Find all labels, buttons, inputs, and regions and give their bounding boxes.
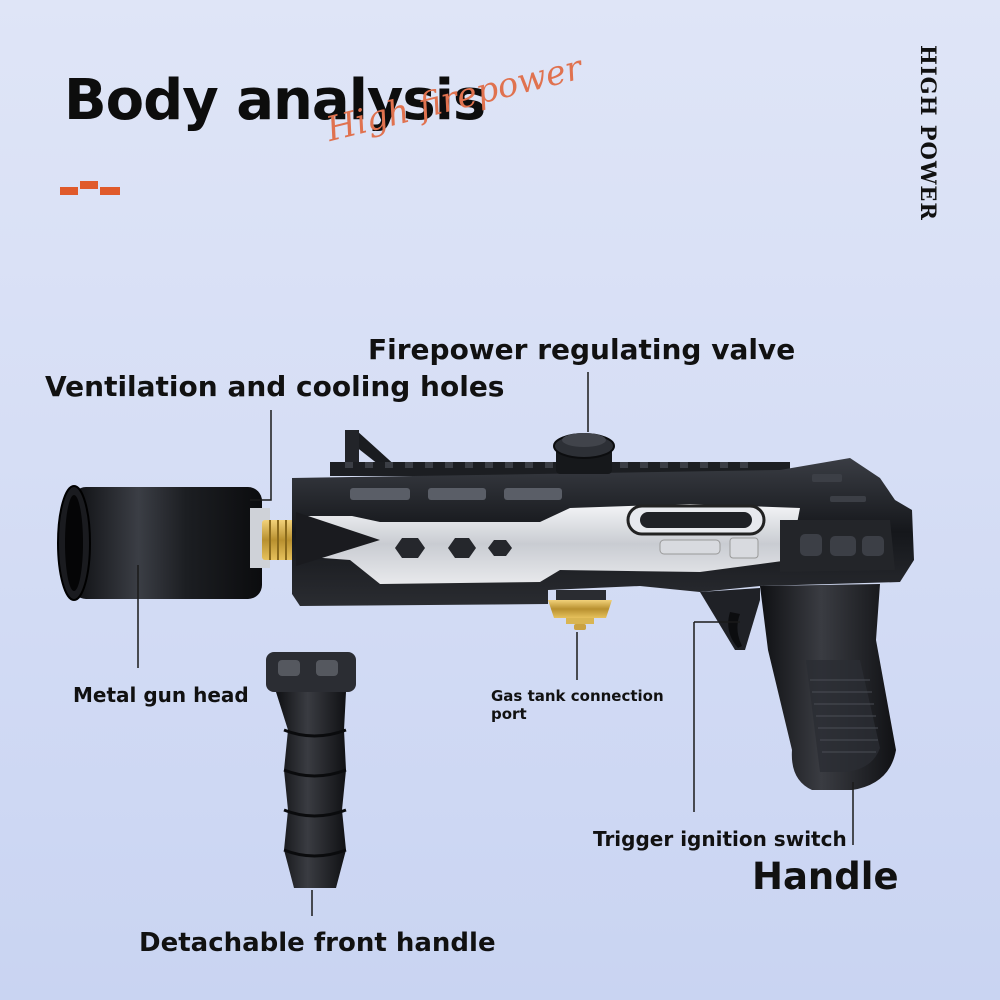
front-handle [266, 652, 356, 888]
label-trigger-switch: Trigger ignition switch [593, 827, 847, 851]
gun-body [292, 430, 914, 606]
label-ventilation-holes: Ventilation and cooling holes [45, 370, 505, 403]
pistol-grip [760, 584, 896, 790]
gas-port [548, 590, 612, 630]
leader-lines [137, 372, 854, 916]
label-front-handle: Detachable front handle [139, 928, 496, 958]
label-handle: Handle [752, 855, 899, 898]
label-metal-gun-head: Metal gun head [73, 683, 249, 707]
page-title: Body analysis [64, 68, 486, 133]
label-gas-port-line1: Gas tank connection [491, 687, 664, 705]
trigger [700, 588, 760, 650]
metal-gun-head [57, 485, 270, 601]
firepower-valve-knob [553, 433, 615, 474]
accent-mark-icon [60, 181, 120, 195]
label-gas-port-line2: port [491, 705, 527, 723]
label-firepower-valve: Firepower regulating valve [368, 333, 796, 366]
